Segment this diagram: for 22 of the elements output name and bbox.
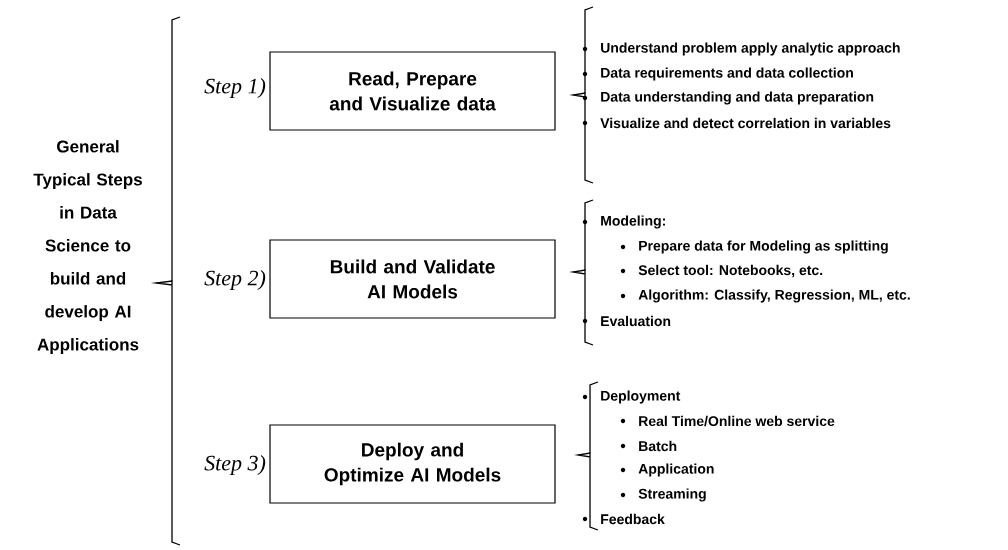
bullet-item: Modeling: <box>601 215 665 229</box>
process-box: Read, Prepare and Visualize data <box>269 51 556 131</box>
bullet-item: Feedback <box>601 513 665 525</box>
bullet-item: Deployment <box>601 390 681 404</box>
bullet-item: Data understanding and data preparation <box>601 91 874 105</box>
process-box: Deploy and Optimize AI Models <box>269 424 556 504</box>
step-label: Step 3) <box>204 455 266 475</box>
bullet-item: Prepare data for Modeling as splitting <box>639 240 888 254</box>
bullet-item: Visualize and detect correlation in variables <box>600 117 891 129</box>
bullet-item: Select tool: Notebooks, etc. <box>638 264 823 278</box>
step-label: Step 1) <box>204 78 266 98</box>
bullet-item: Batch <box>639 440 677 452</box>
bullet-item: Evaluation <box>601 315 671 327</box>
bullet-item: Streaming <box>638 488 706 502</box>
heading: General Typical Steps in Data Science to build and develop AI Applications <box>33 140 142 354</box>
bullet-item: Real Time/Online web service <box>639 415 835 427</box>
bullet-item: Application <box>638 463 714 477</box>
bullet-item: Algorithm: Classify, Regression, ML, etc. <box>638 289 910 303</box>
bullet-item: Understand problem apply analytic approach <box>601 42 900 56</box>
step-label: Step 2) <box>204 270 266 290</box>
process-box: Build and Validate AI Models <box>269 239 556 319</box>
bullet-item: Data requirements and data collection <box>601 67 853 81</box>
